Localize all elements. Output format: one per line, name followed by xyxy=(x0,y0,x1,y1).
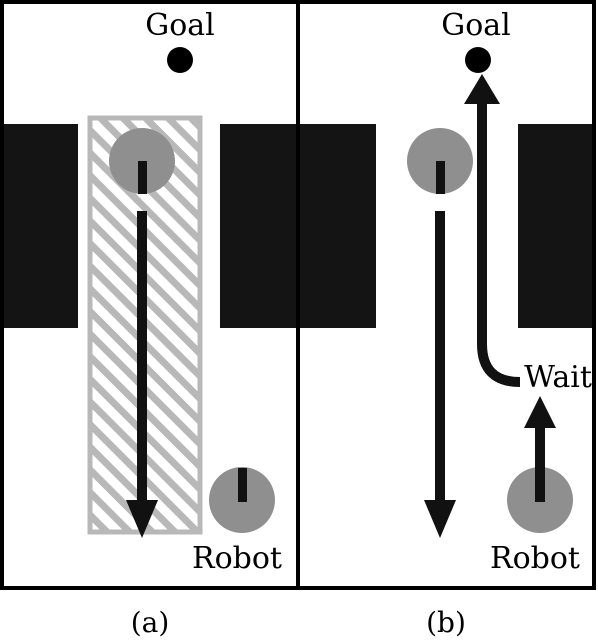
goal-marker xyxy=(465,47,491,73)
down-arrow xyxy=(424,211,456,538)
robot-label: Robot xyxy=(192,541,282,576)
goal-label: Goal xyxy=(145,8,215,43)
robot-heading xyxy=(238,468,247,502)
wait-label: Wait xyxy=(524,360,592,395)
other-agent-heading xyxy=(436,161,445,194)
goal-marker xyxy=(167,47,193,73)
panel-b-caption: (b) xyxy=(426,606,466,639)
left-obstacle xyxy=(300,124,376,328)
panel-a: Goal Robot (a) xyxy=(0,0,300,639)
detour-path-arrow xyxy=(464,74,521,387)
right-obstacle xyxy=(220,124,298,328)
short-up-arrow xyxy=(524,396,556,502)
robot-label: Robot xyxy=(490,541,580,576)
goal-label: Goal xyxy=(441,8,511,43)
panel-b: Goal Wait Robot (b) xyxy=(296,0,596,639)
down-arrow xyxy=(126,211,158,538)
other-agent-heading xyxy=(138,161,147,194)
right-obstacle xyxy=(518,124,592,328)
panel-a-caption: (a) xyxy=(131,606,170,639)
left-obstacle xyxy=(4,124,78,328)
